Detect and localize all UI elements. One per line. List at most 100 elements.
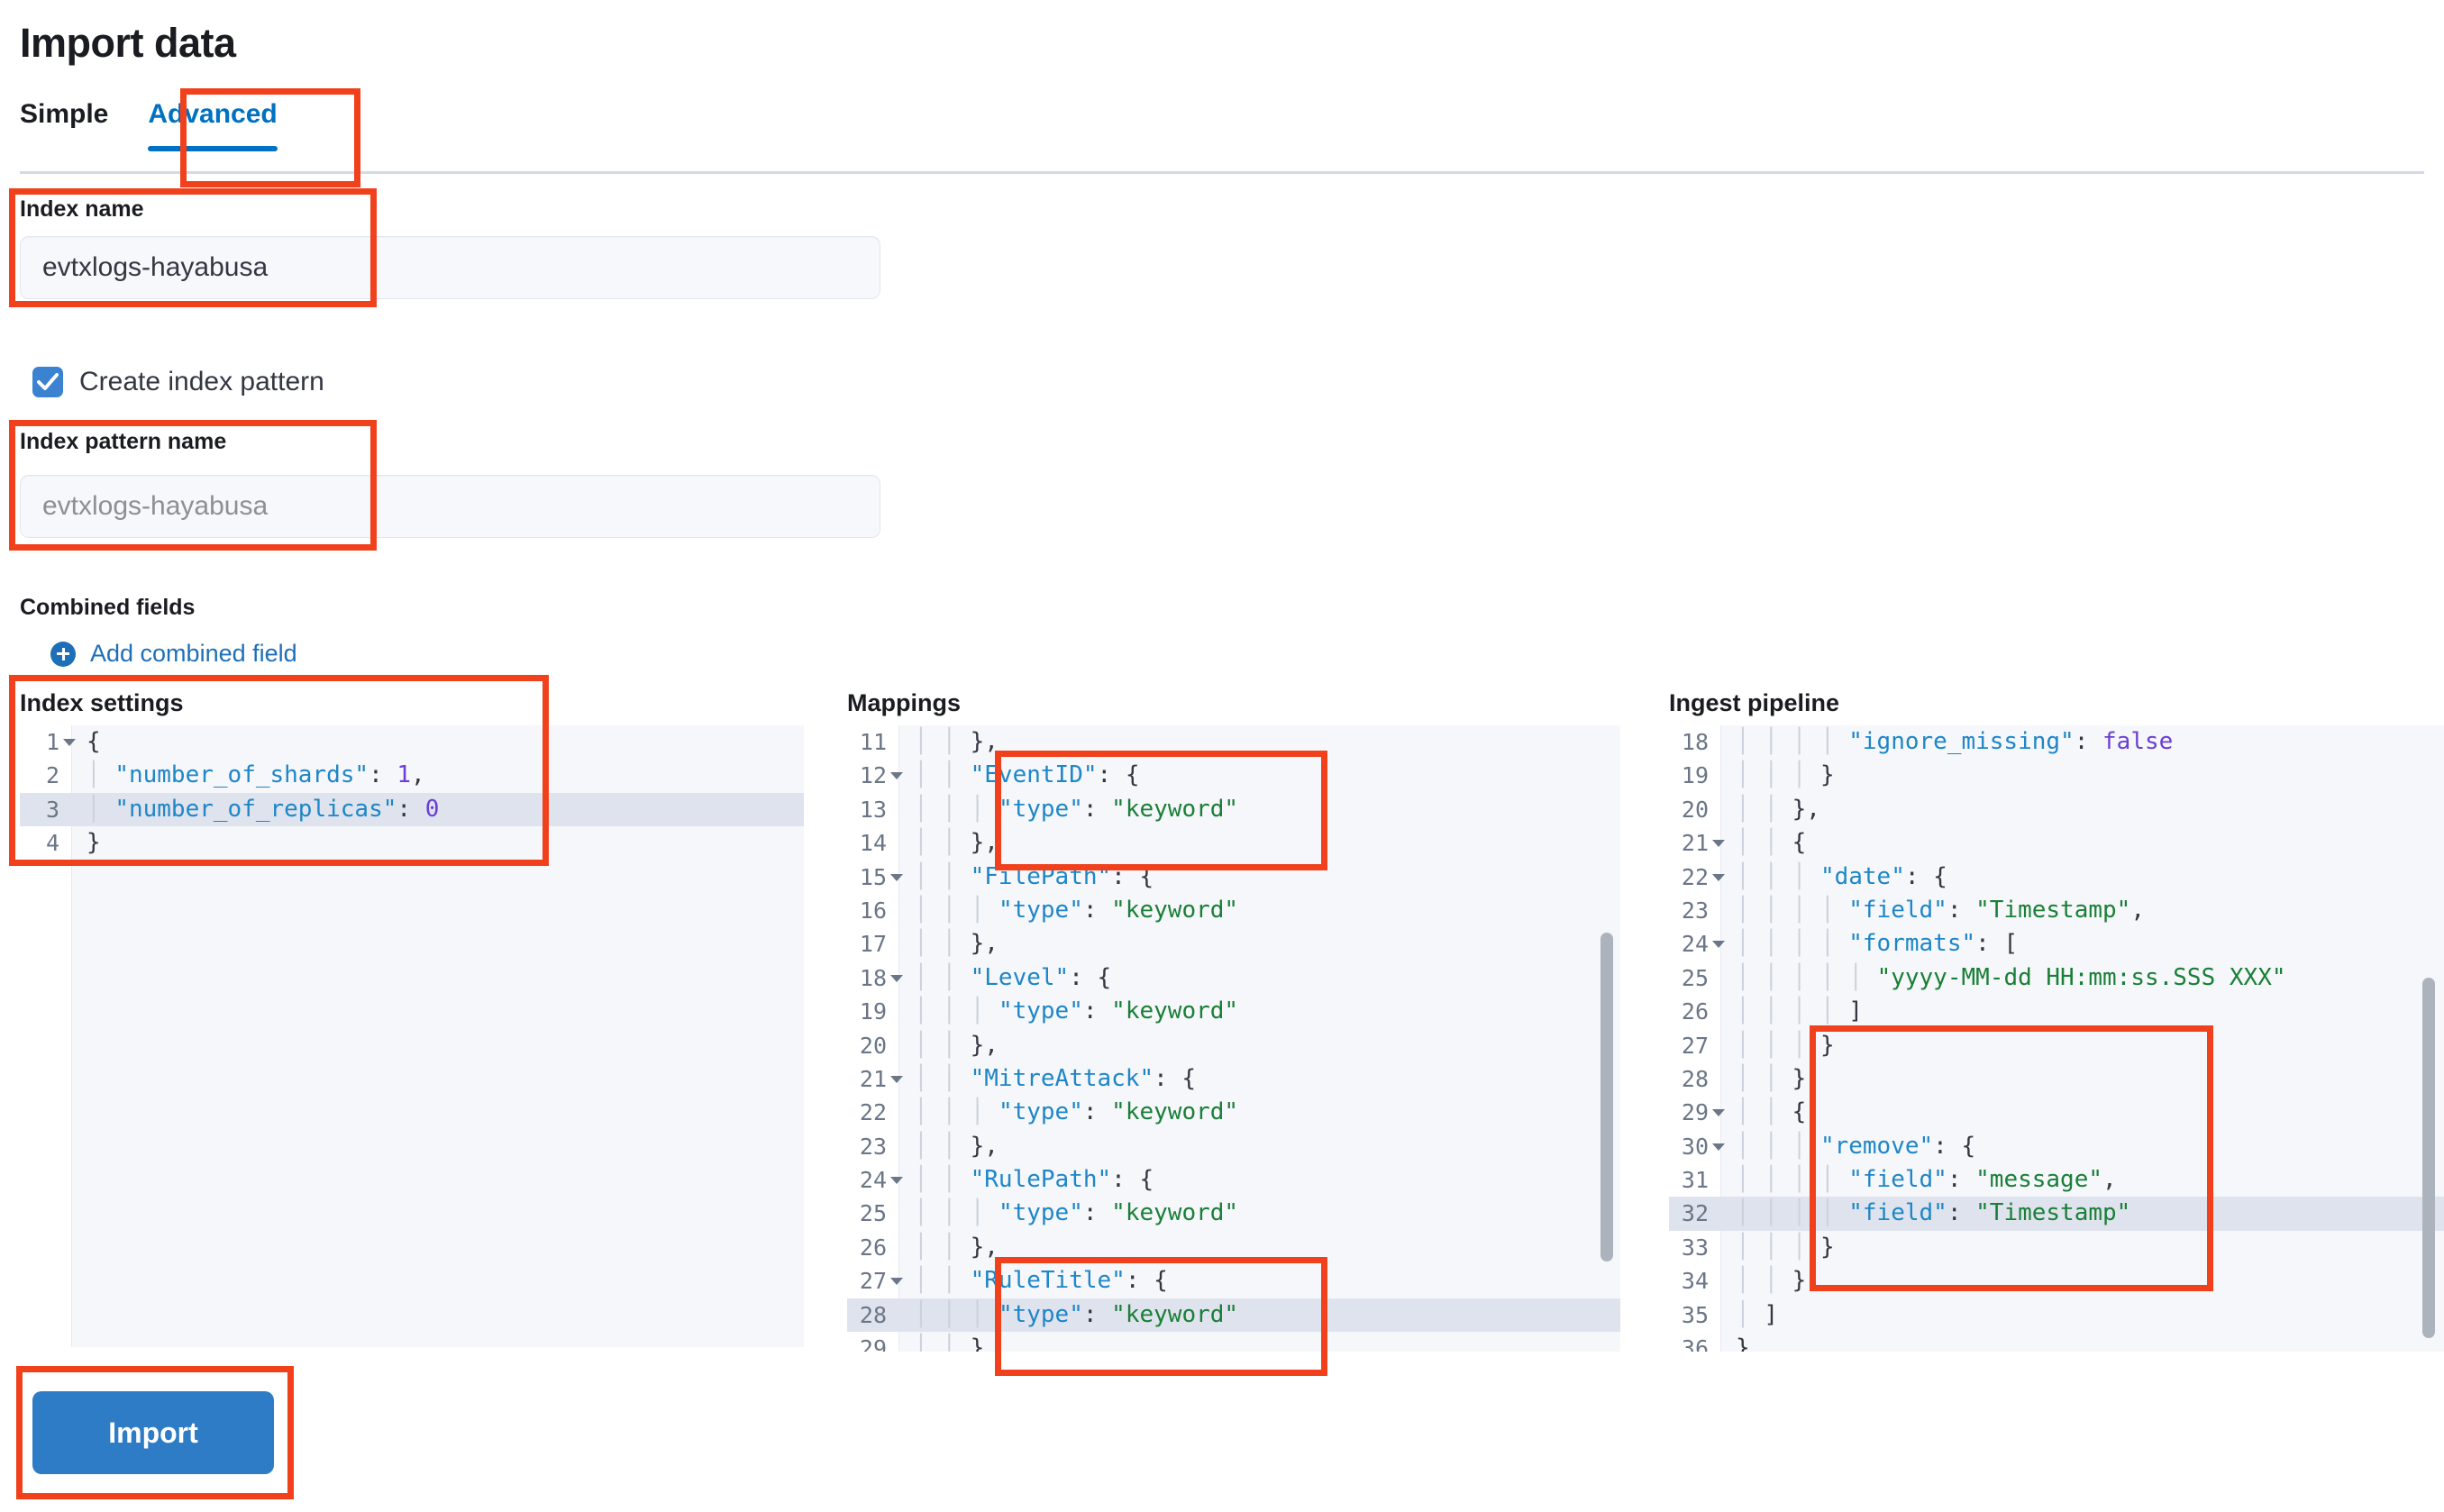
code-text: │ │ │ │ │ "yyyy-MM-dd HH:mm:ss.SSS XXX" — [1736, 963, 2286, 991]
fold-arrow-icon[interactable] — [890, 1075, 903, 1083]
code-line[interactable]: 13│ │ │ "type": "keyword" — [847, 792, 1620, 827]
code-text: │ │ }, — [1736, 795, 1820, 823]
line-number: 25 — [847, 1197, 887, 1231]
code-line[interactable]: 17│ │ }, — [847, 927, 1620, 961]
code-line[interactable]: 2│ "number_of_shards": 1, — [20, 759, 804, 793]
line-number: 27 — [1669, 1028, 1709, 1062]
code-line[interactable]: 3│ "number_of_replicas": 0 — [20, 792, 804, 827]
fold-arrow-icon[interactable] — [890, 873, 903, 881]
fold-arrow-icon[interactable] — [63, 739, 76, 746]
fold-arrow-icon[interactable] — [890, 974, 903, 982]
import-button[interactable]: Import — [32, 1391, 274, 1474]
code-text: │ │ │ "type": "keyword" — [914, 896, 1239, 924]
code-line[interactable]: 25│ │ │ │ │ "yyyy-MM-dd HH:mm:ss.SSS XXX… — [1669, 961, 2444, 996]
code-line[interactable]: 21│ │ "MitreAttack": { — [847, 1061, 1620, 1097]
code-text: } — [87, 829, 101, 857]
code-text: │ │ }, — [1736, 1064, 1820, 1092]
code-line[interactable]: 20 │ │ }, — [1669, 792, 2444, 827]
line-number: 24 — [1669, 927, 1709, 961]
tab-advanced[interactable]: Advanced — [128, 99, 296, 151]
code-line[interactable]: 14│ │ }, — [847, 826, 1620, 861]
code-line[interactable]: 16│ │ │ "type": "keyword" — [847, 893, 1620, 928]
fold-arrow-icon[interactable] — [1712, 873, 1725, 881]
code-line[interactable]: 21│ │ { — [1669, 826, 2444, 861]
code-line[interactable]: 23│ │ }, — [847, 1129, 1620, 1164]
checkbox-checked-icon[interactable] — [32, 367, 63, 397]
line-number: 18 — [847, 961, 887, 996]
code-line[interactable]: 23│ │ │ │ "field": "Timestamp", — [1669, 893, 2444, 928]
line-number: 19 — [847, 995, 887, 1029]
index-name-input[interactable]: evtxlogs-hayabusa — [20, 236, 880, 299]
code-line[interactable]: 18│ │ │ │ "ignore_missing": false — [1669, 725, 2444, 760]
fold-arrow-icon[interactable] — [1712, 941, 1725, 949]
tab-simple[interactable]: Simple — [20, 99, 109, 129]
code-line[interactable]: 27│ │ │ } — [1669, 1028, 2444, 1062]
create-index-pattern-row[interactable]: Create index pattern — [32, 367, 324, 397]
ingest-pipeline-title: Ingest pipeline — [1669, 689, 1840, 716]
code-line[interactable]: 31│ │ │ │ "field": "message", — [1669, 1163, 2444, 1198]
code-line[interactable]: 1{ — [20, 725, 804, 760]
code-line[interactable]: 34│ │ } — [1669, 1264, 2444, 1298]
line-number: 22 — [1669, 860, 1709, 894]
code-text: { — [87, 728, 101, 755]
code-line[interactable]: 32│ │ │ │ "field": "Timestamp" — [1669, 1197, 2444, 1231]
code-text: │ │ │ │ "formats": [ — [1736, 930, 2019, 958]
code-text: │ │ │ "type": "keyword" — [914, 997, 1239, 1025]
code-line[interactable]: 33│ │ │ } — [1669, 1230, 2444, 1265]
code-line[interactable]: 11│ │ }, — [847, 725, 1620, 760]
combined-fields-label: Combined fields — [20, 595, 196, 620]
line-number: 13 — [847, 792, 887, 827]
code-line[interactable]: 20│ │ }, — [847, 1028, 1620, 1062]
line-number: 18 — [1669, 725, 1709, 760]
code-line[interactable]: 15│ │ "FilePath": { — [847, 860, 1620, 894]
code-line[interactable]: 22│ │ │ "type": "keyword" — [847, 1096, 1620, 1130]
fold-arrow-icon[interactable] — [890, 1278, 903, 1286]
code-text: │ │ "FilePath": { — [914, 862, 1154, 890]
code-line[interactable]: 28│ │ │ "type": "keyword" — [847, 1298, 1620, 1333]
index-pattern-name-input[interactable]: evtxlogs-hayabusa — [20, 475, 880, 538]
ingest-pipeline-vertical-scrollbar[interactable] — [2422, 978, 2435, 1338]
code-line[interactable]: 12│ │ "EventID": { — [847, 759, 1620, 793]
fold-arrow-icon[interactable] — [1712, 840, 1725, 848]
create-index-pattern-label: Create index pattern — [79, 367, 324, 396]
code-text: │ │ }, — [914, 829, 999, 857]
code-text: │ │ "MitreAttack": { — [914, 1064, 1197, 1092]
code-line[interactable]: 29│ │ { — [1669, 1096, 2444, 1130]
code-line[interactable]: 28│ │ }, — [1669, 1061, 2444, 1097]
tab-bar: Simple Advanced — [20, 99, 297, 151]
code-line[interactable]: 36} — [1669, 1332, 2444, 1352]
fold-arrow-icon[interactable] — [890, 772, 903, 780]
code-line[interactable]: 27│ │ "RuleTitle": { — [847, 1264, 1620, 1298]
fold-arrow-icon[interactable] — [1712, 1143, 1725, 1151]
line-number: 36 — [1669, 1332, 1709, 1352]
code-line[interactable]: 29│ │ }, — [847, 1332, 1620, 1352]
fold-arrow-icon[interactable] — [890, 1177, 903, 1185]
code-line[interactable]: 19 │ │ │ "type": "keyword" — [847, 995, 1620, 1029]
line-number: 2 — [20, 759, 59, 793]
code-text: │ │ │ "type": "keyword" — [914, 1098, 1239, 1126]
code-line[interactable]: 24│ │ "RulePath": { — [847, 1163, 1620, 1198]
mappings-editor[interactable]: 11│ │ },12│ │ "EventID": {13│ │ │ "type"… — [847, 725, 1620, 1352]
code-line[interactable]: 35│ ] — [1669, 1298, 2444, 1333]
index-pattern-name-label: Index pattern name — [20, 429, 227, 454]
code-line[interactable]: 24 │ │ │ │ "formats": [ — [1669, 927, 2444, 961]
code-line[interactable]: 25│ │ │ "type": "keyword" — [847, 1197, 1620, 1231]
add-combined-field-button[interactable]: Add combined field — [50, 640, 297, 668]
code-line[interactable]: 26│ │ }, — [847, 1230, 1620, 1265]
line-number: 23 — [1669, 893, 1709, 928]
mappings-vertical-scrollbar[interactable] — [1600, 933, 1613, 1262]
code-line[interactable]: 22│ │ │ "date": { — [1669, 860, 2444, 894]
code-lines: 11│ │ },12│ │ "EventID": {13│ │ │ "type"… — [847, 725, 1620, 1352]
code-line[interactable]: 18│ │ "Level": { — [847, 961, 1620, 996]
code-line[interactable]: 19│ │ │ } — [1669, 759, 2444, 793]
code-text: │ │ │ │ ] — [1736, 997, 1863, 1025]
line-number: 20 — [1669, 792, 1709, 827]
line-number: 11 — [847, 725, 887, 760]
line-number: 20 — [847, 1028, 887, 1062]
code-line[interactable]: 26│ │ │ │ ] — [1669, 995, 2444, 1029]
fold-arrow-icon[interactable] — [1712, 1109, 1725, 1117]
code-line[interactable]: 30│ │ │ "remove": { — [1669, 1129, 2444, 1164]
index-settings-editor[interactable]: 1{2│ "number_of_shards": 1,3│ "number_of… — [20, 725, 804, 1347]
code-line[interactable]: 4} — [20, 826, 804, 861]
